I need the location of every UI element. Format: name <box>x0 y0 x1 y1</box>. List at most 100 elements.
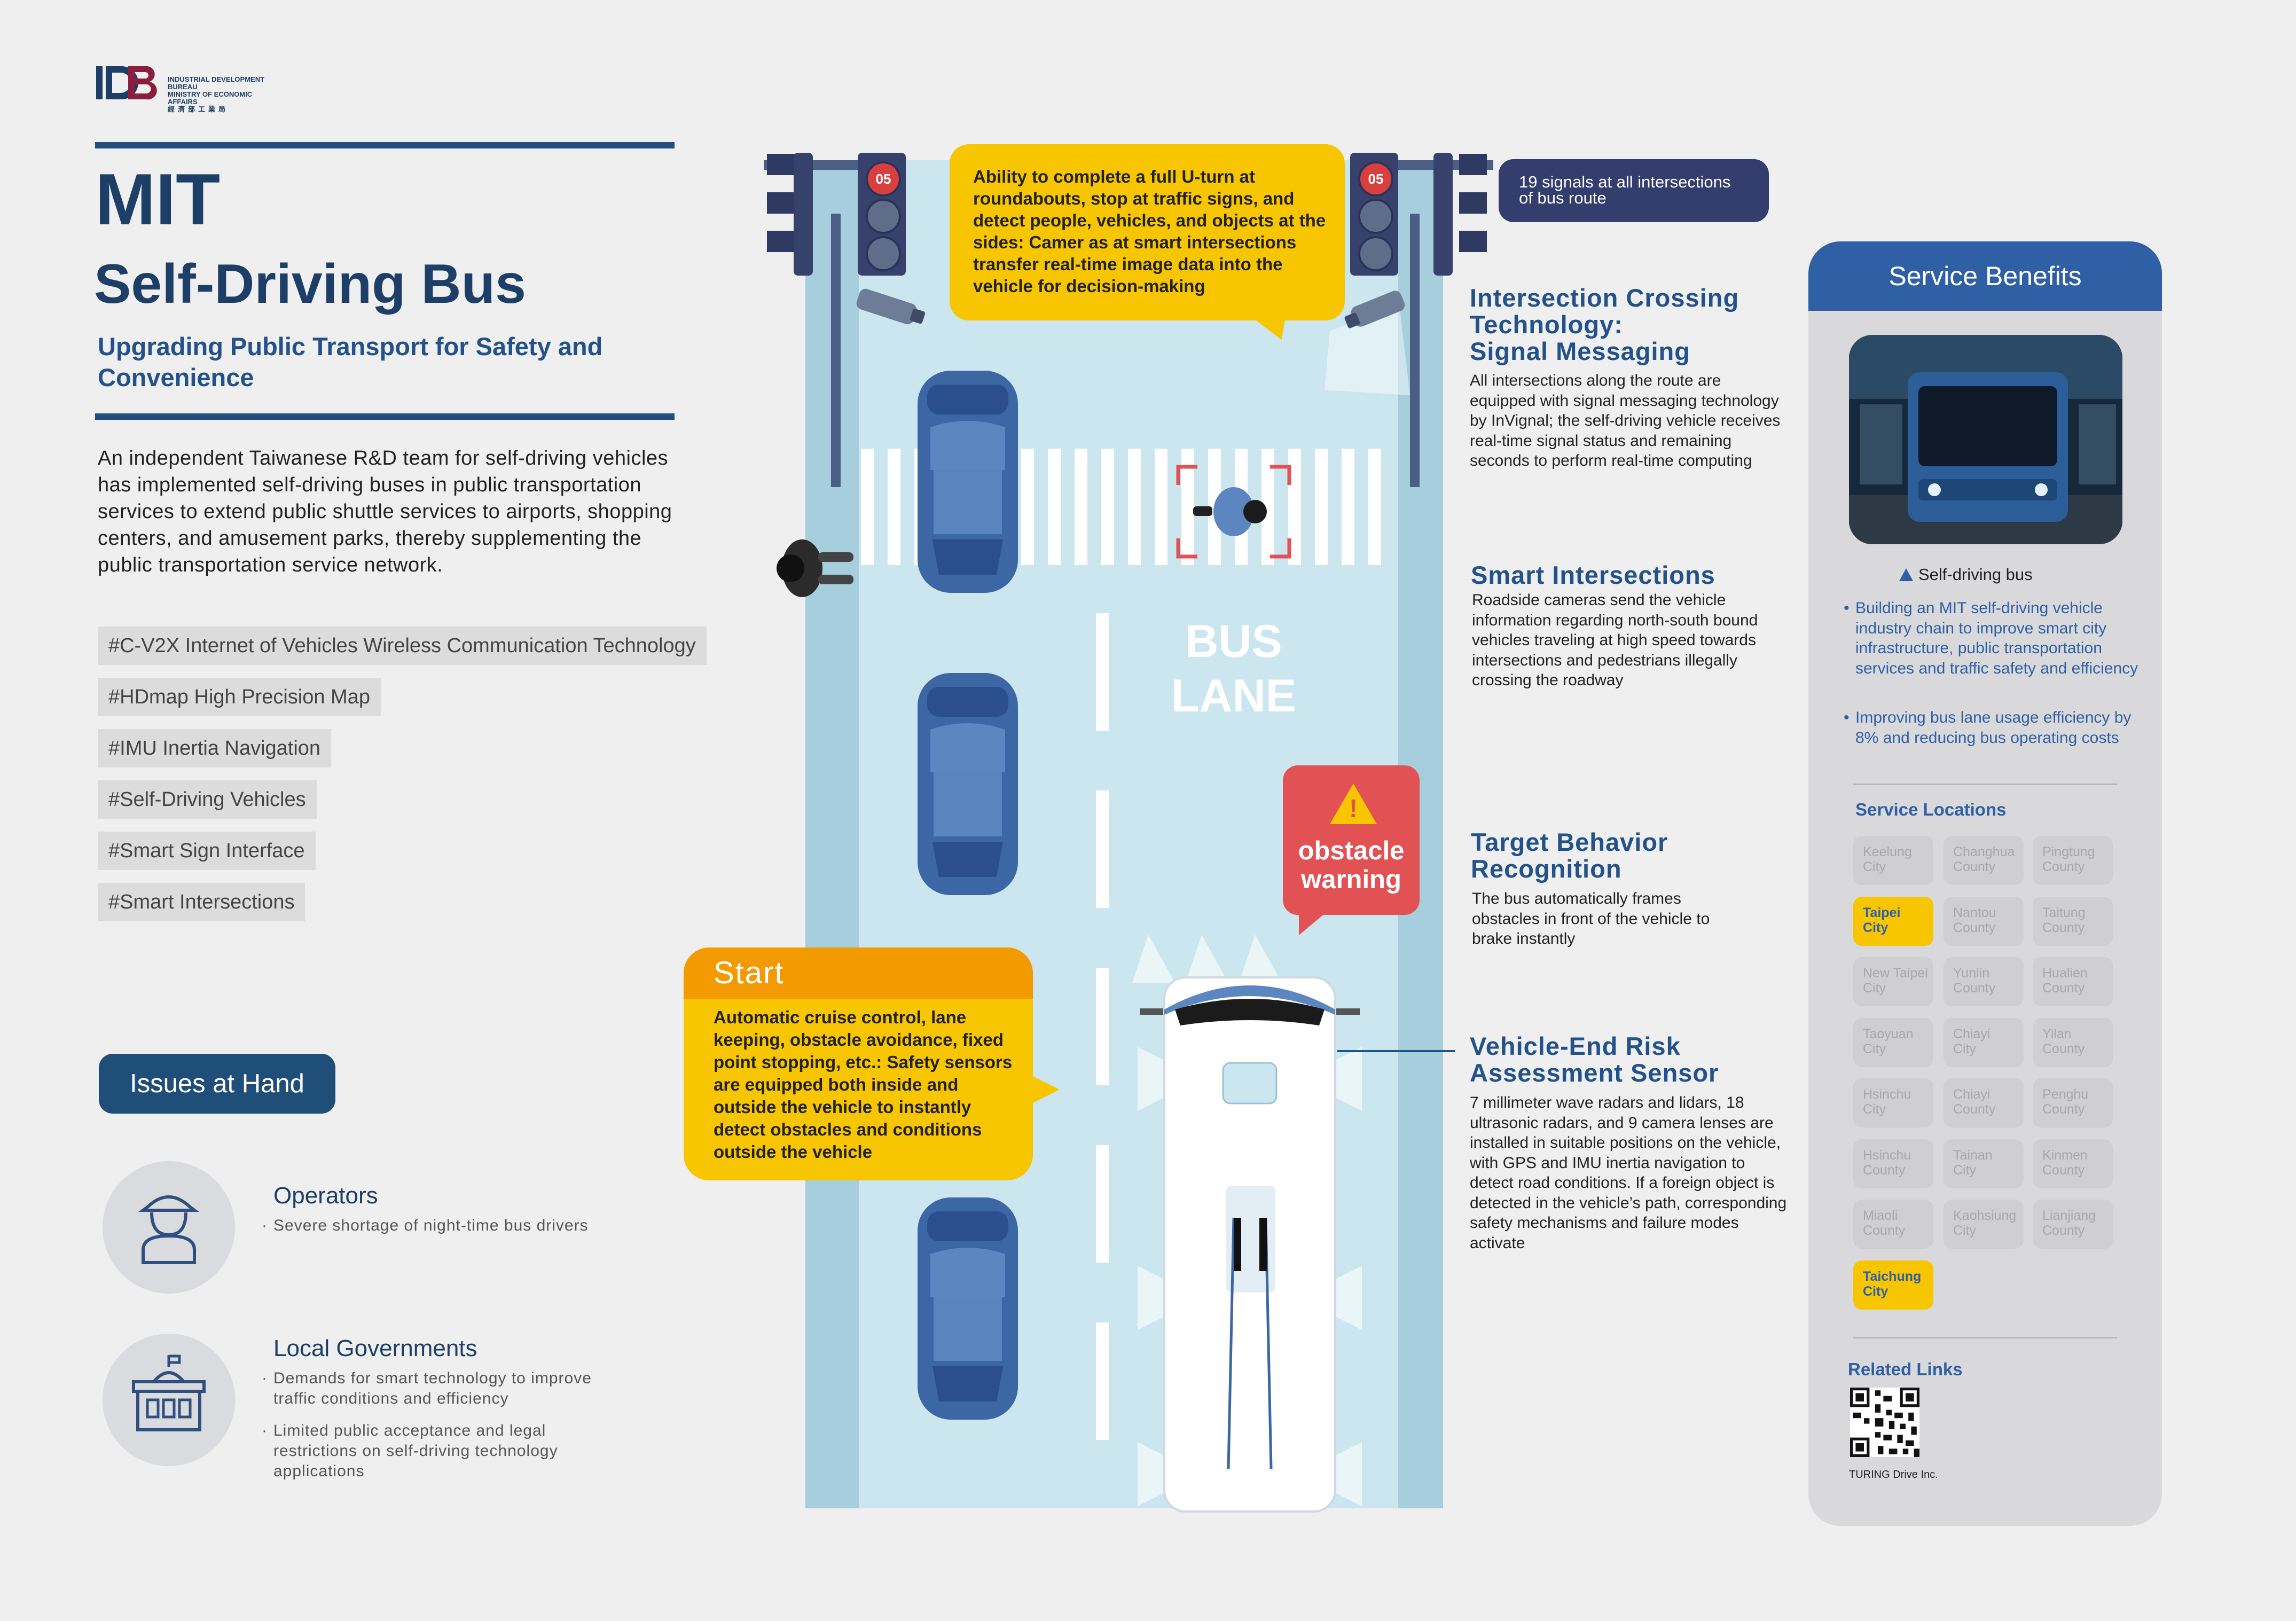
location-type: County <box>2042 859 2085 874</box>
location-name: Nantou <box>1953 905 1996 920</box>
governments-point-2-text: Limited public acceptance and legal rest… <box>273 1422 558 1480</box>
intersection-crossing-text: All intersections along the route are eq… <box>1470 372 1781 469</box>
benefit-point-2: •Improving bus lane usage efficiency by … <box>1844 708 2143 748</box>
service-benefits-title: Service Benefits <box>1808 241 2162 311</box>
intersection-crossing-title-3: Signal Messaging <box>1470 337 1690 365</box>
location-name: Chiayi <box>1953 1087 1991 1102</box>
signal-shade <box>1459 154 1487 175</box>
car-icon <box>918 1197 1018 1420</box>
logo-line-1: INDUSTRIAL DEVELOPMENT BUREAU <box>168 75 265 91</box>
location-name: Lianjiang <box>2042 1208 2096 1223</box>
government-building-icon <box>132 1354 206 1431</box>
photo-caption: Self-driving bus <box>1899 565 2033 584</box>
location-type: City <box>1863 1041 1886 1056</box>
crosswalk-stripe <box>1101 449 1114 565</box>
service-locations-title: Service Locations <box>1855 800 2007 819</box>
title-top-rule <box>95 142 675 148</box>
page-title-line-1: MIT <box>95 159 221 240</box>
location-type: County <box>1863 1223 1906 1238</box>
warning-triangle-icon <box>1330 784 1377 824</box>
signal-shade <box>767 154 795 175</box>
location-type: City <box>1863 920 1888 935</box>
crosswalk-stripe <box>1342 449 1354 565</box>
location-type: County <box>2042 981 2085 996</box>
location-name: Miaoli <box>1863 1208 1898 1223</box>
signals-count-line-1: 19 signals at all intersections <box>1519 173 1731 191</box>
start-callout: Start Automatic cruise control, lane kee… <box>684 947 1060 1180</box>
lane-divider-dash <box>1096 613 1109 731</box>
location-name: Hualien <box>2042 966 2088 981</box>
self-driving-bus-icon <box>1132 935 1362 1513</box>
benefit-point-1-text: Building an MIT self-driving vehicle ind… <box>1855 599 2138 677</box>
location-name: Hsinchu <box>1863 1147 1911 1163</box>
intro-paragraph: An independent Taiwanese R&D team for se… <box>98 447 672 576</box>
risk-sensor-title-1: Vehicle-End Risk <box>1470 1032 1681 1060</box>
idb-logo: INDUSTRIAL DEVELOPMENT BUREAU MINISTRY O… <box>95 63 277 113</box>
location-name: Taoyuan <box>1863 1026 1914 1041</box>
start-text: Automatic cruise control, lane keeping, … <box>714 1007 1013 1162</box>
location-type: County <box>1953 920 1996 935</box>
location-type: City <box>1953 1223 1977 1238</box>
governments-point-2: ·Limited public acceptance and legal res… <box>262 1421 614 1482</box>
benefit-point-2-text: Improving bus lane usage efficiency by 8… <box>1855 709 2132 747</box>
tag-cv2x: #C-V2X Internet of Vehicles Wireless Com… <box>98 627 707 665</box>
self-driving-bus-photo <box>1849 335 2122 544</box>
logo-line-3: 經濟部工業局 <box>168 105 229 113</box>
signals-count-line-2: of bus route <box>1519 189 1607 207</box>
qr-code-icon[interactable] <box>1850 1388 1919 1457</box>
governments-point-1-text: Demands for smart technology to improve … <box>273 1369 592 1407</box>
governments-point-1: ·Demands for smart technology to improve… <box>262 1368 614 1409</box>
operators-point-1-text: Severe shortage of night-time bus driver… <box>273 1217 589 1234</box>
location-type: City <box>1863 1102 1886 1117</box>
car-icon <box>918 673 1018 895</box>
turn-detection-text: Ability to complete a full U-turn at rou… <box>973 167 1326 296</box>
location-name: Taichung <box>1863 1268 1922 1284</box>
signal-shade <box>767 231 795 252</box>
signal-shade <box>1459 231 1487 252</box>
location-type: County <box>2042 1102 2085 1117</box>
obstacle-warning-line-2: warning <box>1301 865 1401 894</box>
location-type: County <box>1863 1162 1906 1178</box>
triangle-up-icon <box>1899 568 1913 581</box>
signal-shade <box>1459 192 1487 214</box>
location-name: Kaohsiung <box>1953 1208 2017 1223</box>
location-name: Tainan <box>1953 1147 1993 1163</box>
signal-shade <box>767 192 795 214</box>
page-title-line-2: Self-Driving Bus <box>94 253 526 315</box>
bus-lane-word-2: LANE <box>1171 670 1297 722</box>
government-avatar <box>103 1334 235 1466</box>
location-type: County <box>2042 1162 2085 1178</box>
location-type: City <box>1863 1283 1888 1299</box>
signal-lamp <box>1358 199 1393 234</box>
obstacle-warning-line-1: obstacle <box>1298 836 1405 865</box>
operators-point-1: ·Severe shortage of night-time bus drive… <box>262 1216 609 1236</box>
signals-count-callout: 19 signals at all intersections of bus r… <box>1499 159 1769 222</box>
location-name: Keelung <box>1863 844 1912 859</box>
target-behavior-title-2: Recognition <box>1471 855 1622 883</box>
location-type: County <box>1953 981 1996 996</box>
location-type: City <box>1863 981 1886 996</box>
